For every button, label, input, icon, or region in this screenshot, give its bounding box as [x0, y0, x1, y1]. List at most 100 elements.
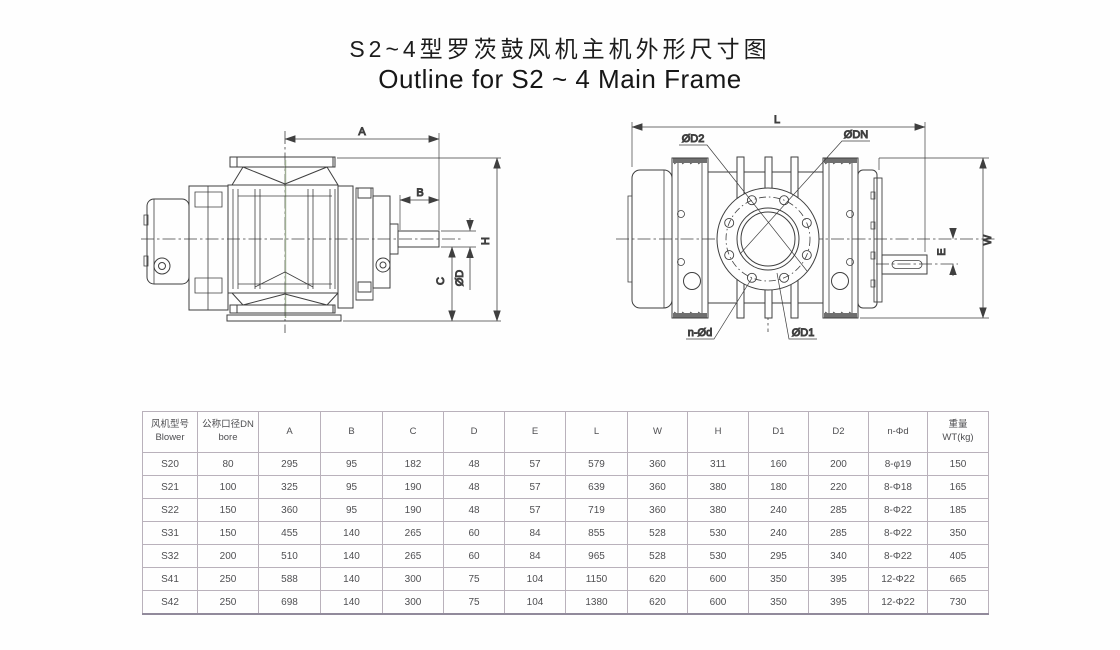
gearbox-details: [143, 199, 155, 284]
bottom-flange: [226, 292, 342, 322]
table-cell: 530: [687, 521, 749, 545]
table-cell: 150: [197, 521, 259, 545]
body-braces: [254, 271, 314, 288]
table-cell: 620: [627, 567, 688, 591]
column-header: D2: [808, 411, 869, 453]
dim-label-od: ØD: [454, 270, 466, 287]
table-cell: 295: [748, 544, 809, 568]
table-cell: 95: [320, 498, 383, 522]
column-header: C: [382, 411, 444, 453]
table-cell: 190: [382, 475, 444, 499]
left-band: [671, 157, 709, 319]
table-cell: 95: [320, 452, 383, 476]
band-bolt: [677, 210, 685, 218]
table-cell: 80: [197, 452, 259, 476]
table-cell: 579: [565, 452, 628, 476]
dim-label-b: B: [416, 187, 423, 199]
table-cell: 140: [320, 590, 383, 615]
table-cell: 698: [258, 590, 321, 615]
right-end-cap: [857, 169, 878, 309]
right-band-details: [824, 158, 858, 318]
table-cell: 380: [687, 498, 749, 522]
leader-od1: [776, 272, 817, 340]
left-band-top-bar: [673, 158, 707, 163]
bearing-housing: [372, 195, 391, 289]
table-cell: 75: [443, 590, 505, 615]
column-header: W: [627, 411, 688, 453]
table-cell: 360: [627, 498, 688, 522]
table-cell: 95: [320, 475, 383, 499]
table-cell: 8-Φ22: [868, 521, 928, 545]
page-title-chinese: S2~4型罗茨鼓风机主机外形尺寸图: [349, 36, 771, 62]
table-cell: 150: [927, 452, 989, 476]
dim-label-h: H: [480, 237, 492, 245]
column-header: n-Φd: [868, 411, 928, 453]
table-cell: 730: [927, 590, 989, 615]
table-cell: 360: [627, 452, 688, 476]
flange-outer-circle: [716, 187, 820, 291]
table-cell: 250: [197, 567, 259, 591]
table-cell: 639: [565, 475, 628, 499]
left-band-bottom-bar: [673, 313, 707, 318]
dim-label-a: A: [358, 126, 366, 138]
oil-sight-glass: [153, 257, 171, 275]
drive-shaft: [397, 230, 440, 248]
column-header: A: [258, 411, 321, 453]
table-cell: 1150: [565, 567, 628, 591]
dim-label-od1: ØD1: [792, 327, 815, 339]
table-cell: S41: [142, 567, 198, 591]
table-cell: 395: [808, 567, 869, 591]
flange-bore-inner: [740, 211, 796, 267]
table-cell: 12-Φ22: [868, 567, 928, 591]
table-cell: 240: [748, 521, 809, 545]
table-cell: 395: [808, 590, 869, 615]
dim-h-extensions: [337, 157, 501, 322]
bearing-cap: [375, 257, 391, 273]
end-view-drawing: ØD2 ØDN n-Ød ØD1 L W E: [616, 114, 995, 340]
column-header: D: [443, 411, 505, 453]
shaft-hub: [389, 223, 399, 255]
cover-ticks: [870, 191, 876, 288]
table-cell: 340: [808, 544, 869, 568]
dim-label-od2: ØD2: [682, 133, 705, 145]
table-cell: 48: [443, 498, 505, 522]
table-cell: 190: [382, 498, 444, 522]
table-cell: 530: [687, 544, 749, 568]
column-header: B: [320, 411, 383, 453]
band-bolt: [677, 258, 685, 266]
table-cell: 100: [197, 475, 259, 499]
table-cell: 588: [258, 567, 321, 591]
table-cell: 965: [565, 544, 628, 568]
table-cell: 84: [504, 521, 566, 545]
table-cell: 405: [927, 544, 989, 568]
table-cell: 48: [443, 475, 505, 499]
band-port: [683, 272, 701, 290]
table-cell: S22: [142, 498, 198, 522]
dim-label-w: W: [982, 234, 994, 245]
flange-bore-outer: [736, 207, 800, 271]
table-cell: 57: [504, 498, 566, 522]
table-cell: 180: [748, 475, 809, 499]
table-cell: 360: [627, 475, 688, 499]
right-band: [822, 157, 859, 319]
table-cell: 250: [197, 590, 259, 615]
table-cell: 285: [808, 521, 869, 545]
table-cell: 325: [258, 475, 321, 499]
table-cell: 285: [808, 498, 869, 522]
end-view-shaft: [881, 254, 928, 275]
table-cell: 200: [808, 452, 869, 476]
band-port: [831, 272, 849, 290]
table-cell: 300: [382, 590, 444, 615]
table-cell: 165: [927, 475, 989, 499]
table-cell: 8-Φ18: [868, 475, 928, 499]
